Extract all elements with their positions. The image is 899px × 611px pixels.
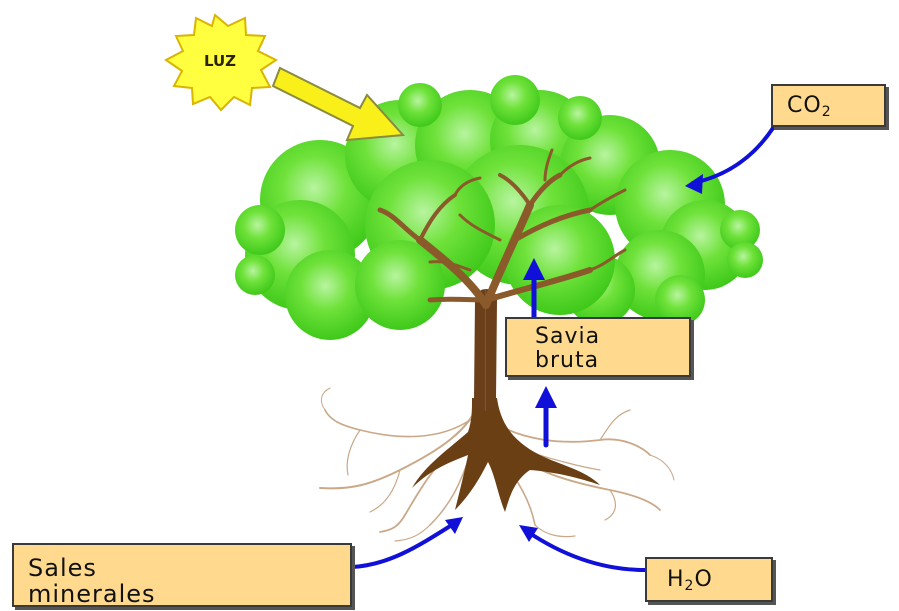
upper-sap-arrowhead [523, 258, 545, 280]
co2-main: CO [787, 93, 822, 118]
sales-arrowhead [445, 517, 463, 534]
trunk-and-branches [377, 148, 627, 411]
sales-line2: minerales [28, 580, 156, 608]
h2o-post: O [694, 567, 713, 592]
co2-arrowhead [685, 174, 703, 194]
sales-arrow [350, 521, 457, 569]
h2o-label-box: H2O [645, 557, 773, 602]
sales-minerales-label-box: Sales minerales [12, 543, 352, 607]
light-arrow [271, 66, 406, 142]
co2-subscript: 2 [821, 104, 832, 120]
savia-line2: bruta [535, 348, 600, 373]
main-roots [412, 398, 600, 512]
foliage [235, 75, 763, 340]
savia-line1: Savia [535, 324, 601, 349]
blue-arrows [350, 126, 775, 572]
sun-burst-icon [164, 13, 278, 112]
savia-bruta-label-box: Savia bruta [505, 317, 691, 377]
h2o-pre: H [667, 567, 685, 592]
h2o-subscript: 2 [684, 578, 695, 594]
h2o-arrow [526, 530, 647, 572]
h2o-arrowhead [519, 525, 538, 542]
lower-sap-arrowhead [535, 386, 557, 408]
sales-line1: Sales [28, 554, 97, 582]
sun: LUZ [164, 13, 278, 112]
sun-label: LUZ [204, 52, 236, 70]
co2-label-box: CO2 [771, 84, 886, 127]
co2-arrow [691, 126, 775, 185]
